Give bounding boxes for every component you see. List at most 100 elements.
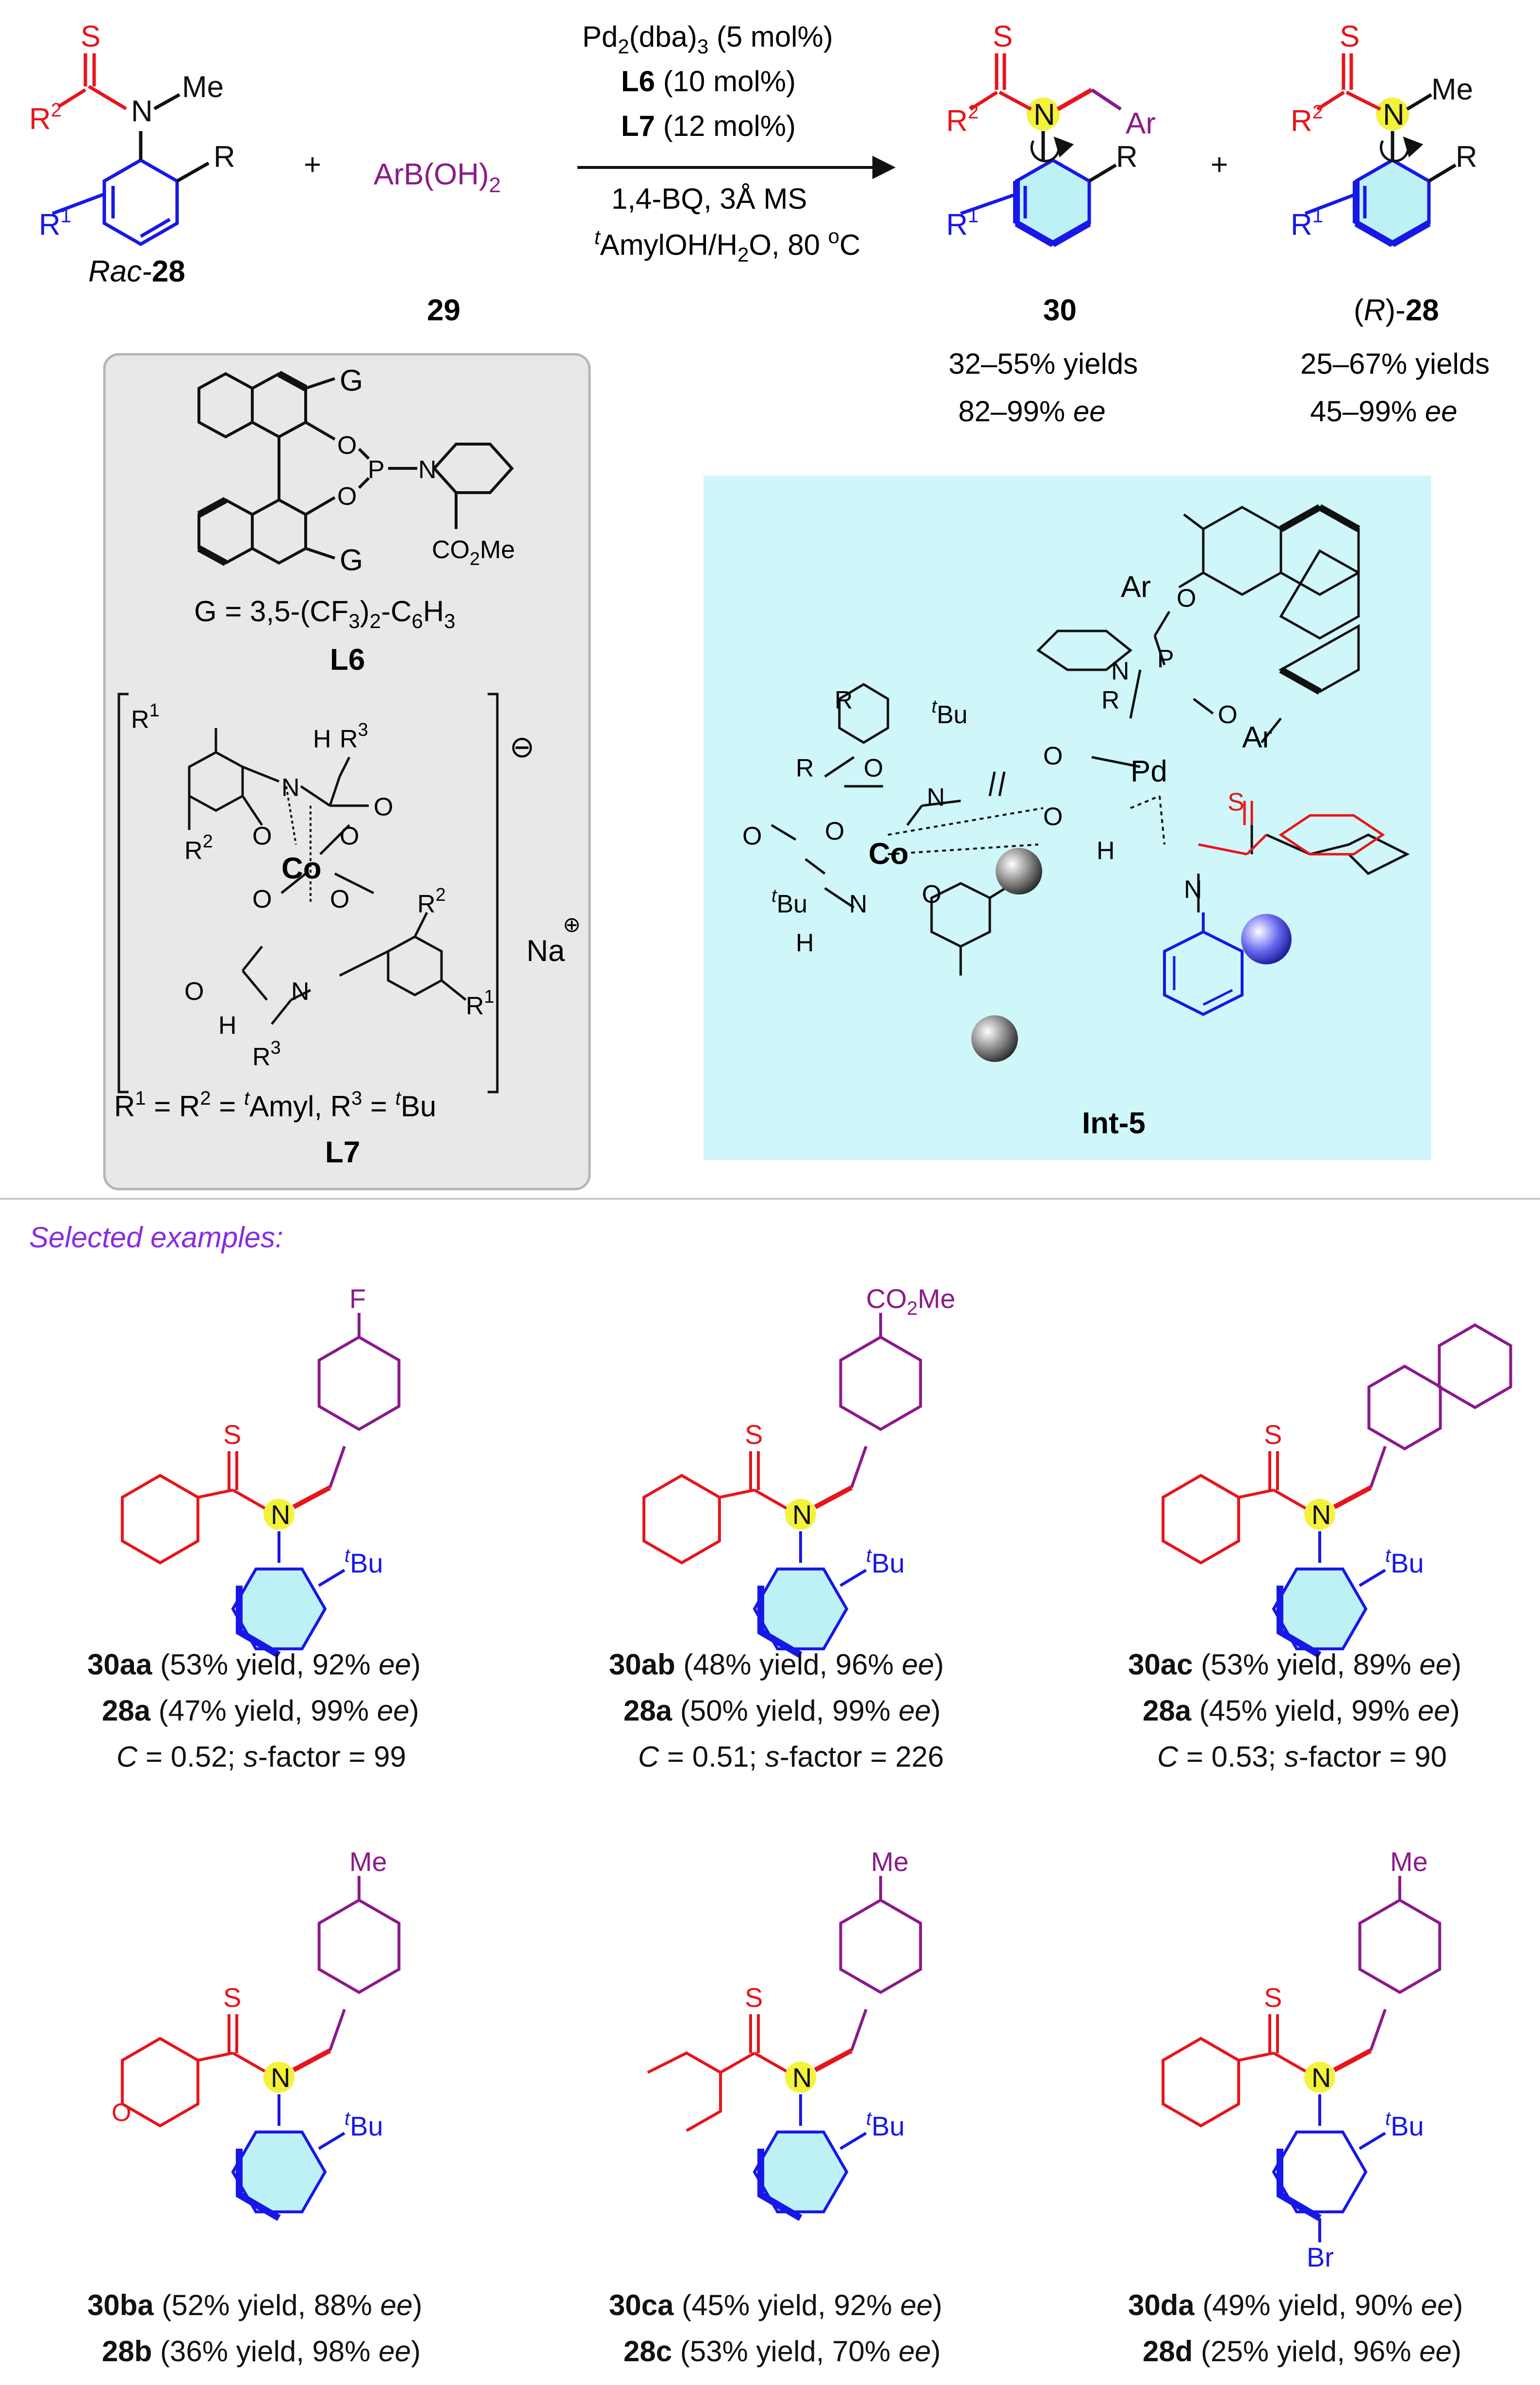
cn-bond	[754, 2052, 789, 2074]
int5-o-carbonyl-left: O	[742, 822, 762, 850]
sodium-counterion: Na	[526, 934, 565, 968]
recovered-nitrogen: N	[1383, 98, 1405, 132]
recovered-r-28: S N R2 Me R R1 (R)-28 25–67% yields 45–9…	[1291, 20, 1490, 428]
recovered-ee: 45–99% ee	[1310, 395, 1458, 428]
l7-nitrogen-bottom: N	[291, 977, 310, 1006]
thione-sulfur: S	[223, 1982, 241, 2013]
aryl-ring	[839, 1898, 922, 1994]
nitrogen-highlight	[263, 2062, 295, 2093]
l6-ester: CO2Me	[432, 536, 515, 569]
reagent-29: ArB(OH)2 29	[374, 158, 501, 327]
n-aryl-bold-edge	[757, 2149, 803, 2221]
example-caption-selectivity: C = 0.53; s-factor = 71	[116, 2381, 406, 2385]
benzylic-bond	[292, 2048, 331, 2072]
l7-r-definition: R1 = R2 = tAmyl, R3 = tBu	[114, 1088, 436, 1123]
example-caption-selectivity: C = 0.53; s-factor = 90	[1157, 1740, 1447, 1773]
reaction-conditions: Pd2(dba)3 (5 mol%) L6 (10 mol%) L7 (12 m…	[577, 20, 896, 266]
para-methyl: Me	[871, 1846, 909, 1877]
r-substituent: R	[213, 140, 235, 174]
ligand-l7-structure: N H R3 O O O Co O O O N H R3 R1 R2 R2 R1…	[117, 693, 581, 1093]
int5-ar-top: Ar	[1121, 570, 1151, 604]
recovered-r1: R1	[1291, 205, 1323, 242]
int5-ar-bottom: Ar	[1242, 721, 1272, 754]
example-caption-recovered: 28a (45% yield, 99% ee)	[1143, 1694, 1460, 1727]
int5-cobalt: Co	[868, 837, 909, 871]
example-caption-selectivity: C = 0.52; s-factor = 99	[116, 1740, 406, 1773]
r1-substituent: R1	[39, 205, 71, 242]
tert-butyl: tBu	[866, 1545, 905, 1578]
cyclohexyl-ring	[1162, 2037, 1240, 2128]
int5-nitrogen-amide: N	[1184, 876, 1202, 904]
example-caption-recovered: 28c (53% yield, 70% ee)	[623, 2335, 941, 2368]
condition-solvent: tAmylOH/H2O, 80 oC	[594, 225, 861, 266]
condition-pd: Pd2(dba)3 (5 mol%)	[582, 20, 833, 58]
naphthyl-ring-a	[1367, 1364, 1442, 1451]
recovered-r2: R2	[1291, 101, 1323, 138]
l7-label: L7	[325, 1136, 360, 1169]
l7-o-bottom-left: O	[252, 885, 272, 913]
ring-oxygen: O	[112, 2099, 131, 2127]
benzylic-bond	[292, 1485, 331, 1509]
thione-sulfur: S	[81, 20, 100, 53]
ethyl-chain-2	[686, 2072, 722, 2132]
benzyl-link	[850, 2009, 868, 2051]
cyclohexyl-ring	[642, 1474, 721, 1565]
n-aryl-ring	[1272, 1567, 1368, 1651]
condition-l7: L7 (12 mol%)	[621, 110, 796, 142]
nitrogen-highlight	[785, 1499, 816, 1530]
l7-r2-top: R2	[184, 831, 213, 865]
l7-r3-bottom: R3	[252, 1038, 281, 1071]
plus-sign-2: +	[1211, 148, 1228, 182]
cn-bond	[232, 2052, 268, 2074]
int5-o-lower: O	[1218, 701, 1237, 729]
int5-o-co-left: O	[825, 817, 844, 845]
tert-butyl: tBu	[344, 1545, 383, 1578]
substrate-rac-28: S N Me R2 R R1 Rac-28	[29, 20, 235, 288]
example-caption-product: 30ac (53% yield, 89% ee)	[1128, 1648, 1461, 1681]
amide-nitrogen: N	[1311, 2062, 1331, 2093]
n-aryl-bold-edge	[236, 2149, 281, 2221]
bromo-substituent: Br	[1307, 2242, 1334, 2272]
cyclohexyl-ring	[121, 1474, 199, 1565]
product-r: R	[1116, 140, 1138, 174]
tert-butyl: tBu	[1385, 1545, 1424, 1578]
tert-butyl: tBu	[1385, 2108, 1424, 2141]
product-yield: 32–55% yields	[949, 348, 1138, 380]
aryl-ring	[1358, 1898, 1442, 1994]
ligand-panel: G G O O P N CO2Me G = 3,5-(CF3)2-C6H3 L6	[103, 353, 591, 1191]
thione-sulfur: S	[223, 1419, 241, 1450]
product-r1: R1	[946, 205, 979, 242]
aryl-ring	[317, 1898, 401, 1994]
l6-g-definition: G = 3,5-(CF3)2-C6H3	[194, 595, 455, 632]
int5-o-bottom: O	[922, 880, 941, 909]
nitrogen-highlight	[1304, 2062, 1335, 2093]
condition-additives: 1,4-BQ, 3Å MS	[611, 182, 807, 215]
benzylic-bond	[1333, 1485, 1372, 1509]
int5-o-upper: O	[1177, 584, 1196, 613]
plus-sign-1: +	[304, 148, 321, 182]
int5-sulfur: S	[1228, 788, 1245, 816]
substrate-label: Rac-28	[88, 255, 185, 288]
thione-sulfur: S	[1264, 1419, 1282, 1450]
l7-nitrogen-top: N	[281, 774, 300, 802]
l7-hydrogen-top: H	[313, 725, 331, 753]
int5-nitrogen-pip: N	[1111, 657, 1130, 685]
acyl-bond	[1238, 1489, 1274, 1499]
ethyl-chain	[647, 2051, 755, 2074]
benzylic-bond	[814, 1485, 853, 1509]
n-aryl-ring	[753, 1567, 849, 1651]
int5-r-pip: R	[1101, 686, 1120, 714]
r2-substituent: R2	[29, 99, 62, 136]
acyl-bond	[197, 2052, 233, 2062]
acyl-bond	[197, 1489, 233, 1499]
l6-g-top: G	[340, 364, 363, 398]
thione-sulfur: S	[745, 1982, 763, 2013]
product-ar: Ar	[1126, 107, 1156, 140]
n-aryl-bold-edge	[1277, 1586, 1322, 1658]
recovered-sulfur: S	[1340, 20, 1360, 53]
int5-label: Int-5	[1082, 1107, 1146, 1140]
